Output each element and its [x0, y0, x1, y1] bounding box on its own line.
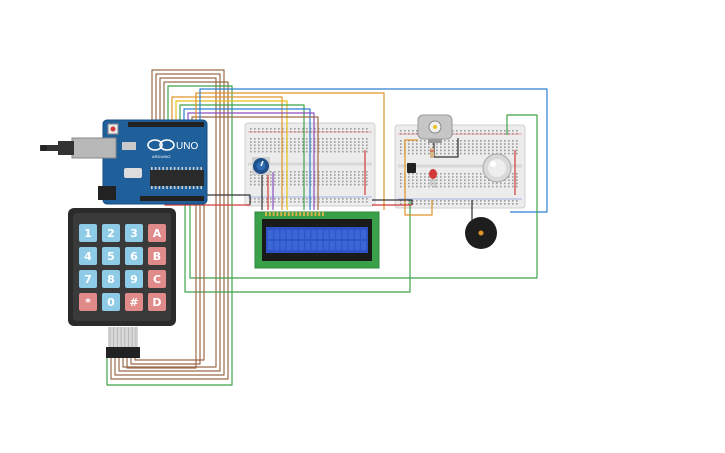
microcontroller-chip [150, 170, 204, 186]
keypad-key[interactable] [79, 247, 97, 265]
keypad-key-label: D [152, 296, 161, 309]
keypad-key[interactable] [79, 270, 97, 288]
servo[interactable] [482, 153, 512, 183]
keypad-key[interactable] [125, 293, 143, 311]
keypad-key-label: 4 [84, 250, 92, 263]
wire-green-right [189, 114, 538, 279]
keypad-4x4[interactable]: 1 2 3 A 4 5 6 B 7 8 9 C * 0 # D [68, 208, 176, 358]
keypad-key[interactable] [79, 224, 97, 242]
digital-header [128, 122, 204, 127]
resistor [430, 148, 434, 158]
wire-keypad-1 [126, 200, 197, 369]
keypad-key[interactable] [148, 247, 166, 265]
board-brand-text: ARDUINO [152, 154, 170, 159]
keypad-key-label: 1 [84, 227, 92, 240]
lcd-16x2[interactable] [254, 211, 380, 269]
wire-brown-2 [118, 73, 221, 372]
keypad-key-label: 8 [107, 273, 115, 286]
keypad-key[interactable] [125, 270, 143, 288]
wire-orange-right [404, 139, 433, 216]
keypad-key[interactable] [125, 224, 143, 242]
analog-header [140, 196, 204, 201]
keypad-key[interactable] [148, 270, 166, 288]
keypad-ribbon [108, 327, 138, 347]
dc-motor[interactable] [417, 114, 453, 143]
wire-blue-lcd [183, 108, 311, 210]
wire-green-lcd [179, 104, 305, 210]
usb-port [71, 137, 117, 159]
keypad-key-label: 2 [107, 227, 115, 240]
keypad-key[interactable] [102, 247, 120, 265]
keypad-key[interactable] [79, 293, 97, 311]
transistor[interactable] [407, 163, 416, 173]
wire-yellow-lcd [175, 100, 288, 210]
wire-orange-long [195, 92, 385, 210]
arduino-logo: UNO ARDUINO [147, 139, 198, 159]
keypad-key-label: 5 [107, 250, 115, 263]
wire-brown-4 [110, 81, 229, 380]
wire-green-keypad [106, 85, 233, 386]
wire-blue-long [199, 88, 548, 213]
keypad-key[interactable] [148, 224, 166, 242]
keypad-key[interactable] [125, 247, 143, 265]
wire-green-bottom [184, 200, 411, 293]
keypad-key[interactable] [102, 270, 120, 288]
power-jack [98, 186, 116, 200]
keypad-key-label: * [85, 296, 91, 309]
wire-purple-lcd [187, 112, 315, 210]
keypad-key[interactable] [148, 293, 166, 311]
keypad-key[interactable] [102, 293, 120, 311]
keypad-key-label: B [153, 250, 161, 263]
red-led[interactable] [429, 169, 437, 188]
wire-orange-lcd [171, 96, 283, 210]
keypad-key-label: 9 [130, 273, 138, 286]
buzzer[interactable] [465, 217, 497, 249]
keypad-key-label: 3 [130, 227, 138, 240]
wire-brown-3 [122, 77, 217, 368]
wire-black-2 [372, 199, 413, 205]
keypad-key-label: 7 [84, 273, 92, 286]
keypad-key-label: 0 [107, 296, 115, 309]
arduino-uno[interactable]: UNO ARDUINO [40, 119, 208, 205]
keypad-key[interactable] [102, 224, 120, 242]
wire-brown-1 [114, 69, 225, 376]
board-logo-text: UNO [176, 141, 198, 152]
keypad-connector [106, 347, 140, 358]
wires [106, 69, 548, 386]
keypad-key-label: A [153, 227, 162, 240]
potentiometer[interactable] [252, 157, 270, 175]
keypad-key-label: C [153, 273, 161, 286]
keypad-key-label: 6 [130, 250, 138, 263]
keypad-key-label: # [129, 296, 138, 309]
